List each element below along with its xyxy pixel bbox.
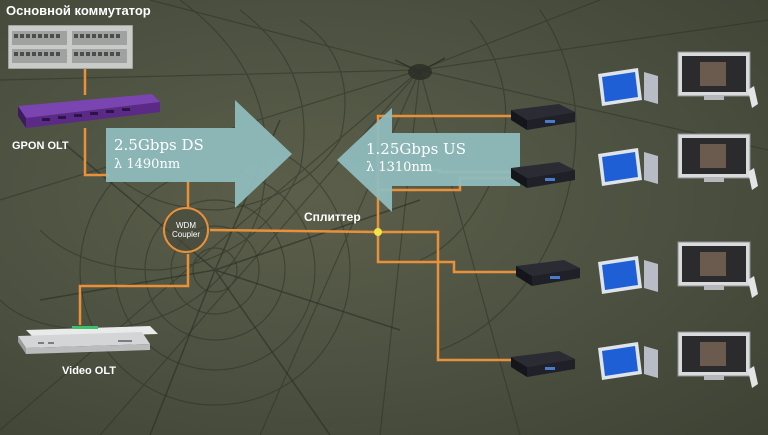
computer-monitor-icon <box>598 342 658 380</box>
main-switch[interactable] <box>7 24 134 70</box>
pc-3[interactable] <box>594 254 662 298</box>
tv-2[interactable] <box>676 132 760 192</box>
television-icon <box>677 241 758 298</box>
ont-1[interactable] <box>505 100 577 132</box>
ont-modem-icon <box>511 162 575 188</box>
tv-3[interactable] <box>676 240 760 300</box>
video-olt-label: Video OLT <box>62 365 116 377</box>
computer-monitor-icon <box>598 256 658 294</box>
ont-4[interactable] <box>505 347 577 379</box>
ont-2[interactable] <box>505 158 577 190</box>
tv-4[interactable] <box>676 330 760 390</box>
ont-modem-icon <box>516 260 580 286</box>
tv-1[interactable] <box>676 50 760 110</box>
network-switch-icon <box>7 24 134 70</box>
television-icon <box>677 331 758 388</box>
splitter-label: Сплиттер <box>304 210 361 224</box>
downstream-rate: 2.5Gbps DS <box>114 136 204 154</box>
wdm-label: WDM <box>176 221 196 230</box>
coupler-label: Coupler <box>171 230 200 239</box>
television-icon <box>677 51 758 108</box>
computer-monitor-icon <box>598 68 658 106</box>
pc-4[interactable] <box>594 340 662 384</box>
pc-2[interactable] <box>594 146 662 190</box>
video-olt-device[interactable] <box>18 322 158 356</box>
ont-modem-icon <box>511 104 575 130</box>
upstream-wavelength: λ 1310nm <box>366 160 433 175</box>
upstream-rate: 1.25Gbps US <box>366 140 466 158</box>
gpon-olt-device[interactable] <box>12 92 162 130</box>
pc-1[interactable] <box>594 66 662 110</box>
television-icon <box>677 133 758 190</box>
gpon-olt-label: GPON OLT <box>12 140 69 152</box>
olt-device-icon <box>18 94 160 128</box>
rack-server-icon <box>18 326 158 354</box>
computer-monitor-icon <box>598 148 658 186</box>
downstream-wavelength: λ 1490nm <box>114 157 181 172</box>
ont-3[interactable] <box>510 256 582 288</box>
main-switch-label: Основной коммутатор <box>6 3 151 18</box>
ont-modem-icon <box>511 351 575 377</box>
wdm-coupler[interactable]: WDM Coupler <box>163 207 209 253</box>
